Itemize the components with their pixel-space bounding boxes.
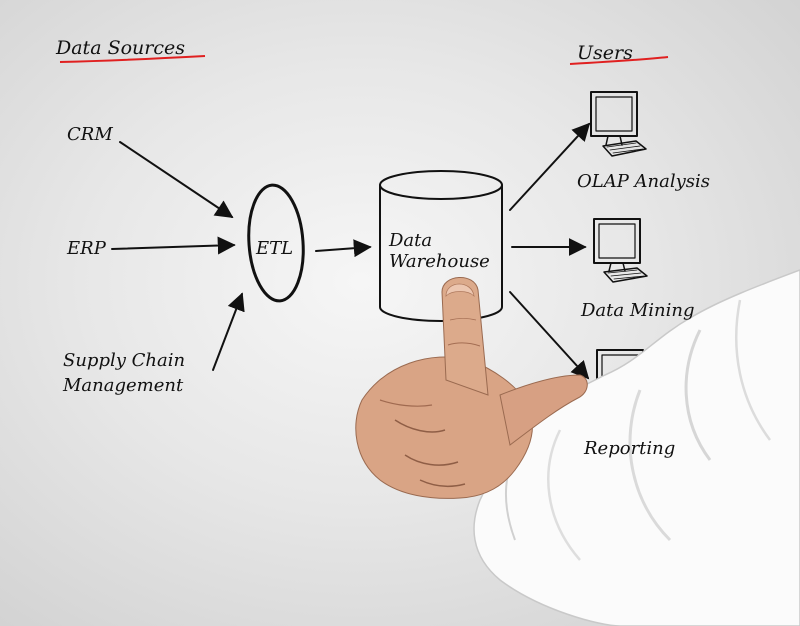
process-label-etl: ETL [256, 238, 294, 259]
source-label-crm: CRM [67, 124, 113, 145]
warehouse-label: Data Warehouse [389, 230, 490, 272]
arrow-warehouse-olap [509, 122, 591, 211]
sources-underline [59, 55, 206, 63]
user-label-mining: Data Mining [581, 300, 695, 321]
database-cylinder-icon [379, 170, 503, 322]
warehouse-label-line: Warehouse [389, 251, 490, 272]
source-label-line: Management [63, 375, 184, 396]
source-label-erp: ERP [67, 238, 106, 259]
heading-data-sources: Data Sources [56, 37, 185, 59]
etl-ellipse [247, 183, 305, 303]
heading-users: Users [577, 42, 633, 64]
computer-monitor-icon [593, 218, 648, 283]
computer-monitor-icon [590, 91, 647, 157]
pointing-hand [355, 277, 588, 499]
warehouse-label-line: Data [389, 230, 433, 251]
arrow-scm-etl [212, 292, 245, 371]
arrow-etl-warehouse [315, 239, 372, 258]
users-underline [569, 56, 669, 65]
source-label-supply-chain: Supply Chain Management [63, 348, 185, 398]
arrow-erp-etl [111, 236, 236, 255]
shirt-sleeve [473, 269, 800, 626]
user-label-reporting: Reporting [584, 438, 676, 459]
user-label-olap: OLAP Analysis [577, 171, 711, 192]
source-label-line: Supply Chain [63, 350, 186, 371]
arrow-crm-etl [119, 141, 234, 219]
arrow-warehouse-reporting [509, 291, 590, 380]
